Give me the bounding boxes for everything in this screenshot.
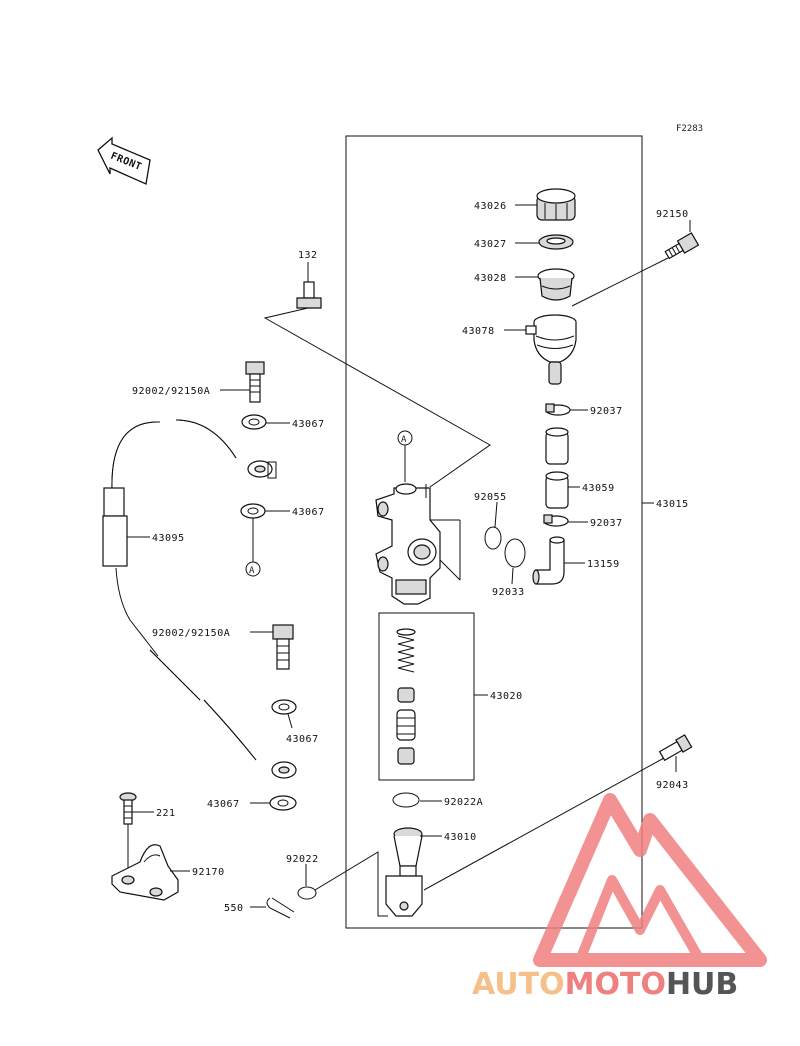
reservoir-cap-43026 — [536, 188, 576, 221]
label-43010: 43010 — [444, 832, 477, 843]
circlip-92033 — [504, 538, 526, 568]
washer-43067-4 — [269, 795, 297, 811]
master-cylinder-body — [375, 483, 441, 605]
ref-a-hose-text: A — [249, 566, 255, 576]
washer-92022 — [297, 886, 317, 900]
clevis-pin-92043 — [658, 734, 693, 762]
label-221: 221 — [156, 808, 176, 819]
brake-hose-43095 — [102, 419, 297, 779]
label-92055: 92055 — [474, 492, 507, 503]
label-43028: 43028 — [474, 273, 507, 284]
label-550: 550 — [224, 903, 244, 914]
label-43067-2: 43067 — [292, 507, 325, 518]
watermark-logo — [533, 793, 767, 967]
piston-assembly-43020 — [396, 628, 416, 765]
banjo-bolt-lower — [272, 624, 294, 670]
label-92037-upper: 92037 — [590, 406, 623, 417]
cotter-pin-550 — [266, 897, 295, 919]
watermark-auto: AUTO — [472, 967, 565, 1002]
label-92037-lower: 92037 — [590, 518, 623, 529]
label-43078: 43078 — [462, 326, 495, 337]
label-92022a: 92022A — [444, 797, 483, 808]
assembly-frame — [345, 135, 643, 929]
washer-43067-3 — [271, 699, 297, 715]
washer-43067-2 — [240, 503, 266, 519]
bolt-132 — [296, 281, 322, 309]
label-92002-upper: 92002/92150A — [132, 386, 210, 397]
push-rod-43010 — [385, 827, 423, 917]
hose-clamp-92170 — [111, 844, 179, 901]
screw-221 — [119, 792, 137, 825]
label-43027: 43027 — [474, 239, 507, 250]
label-92150: 92150 — [656, 209, 689, 220]
label-132: 132 — [298, 250, 318, 261]
reservoir-43078 — [525, 314, 577, 385]
ref-marker-a-hose — [245, 561, 261, 577]
front-arrow-icon: FRONT — [97, 136, 151, 185]
label-92002-lower: 92002/92150A — [152, 628, 230, 639]
diaphragm-plate-43027 — [538, 234, 574, 250]
figure-code: F2283 — [676, 124, 703, 134]
bolt-92150 — [664, 232, 700, 260]
ref-a-body-text: A — [401, 435, 407, 445]
circlip-92022a — [392, 792, 420, 808]
watermark-text: AUTOMOTOHUB — [472, 967, 738, 1002]
label-43067-4: 43067 — [207, 799, 240, 810]
label-43059: 43059 — [582, 483, 615, 494]
label-43067-3: 43067 — [286, 734, 319, 745]
o-ring-92055 — [484, 526, 502, 550]
label-92043: 92043 — [656, 780, 689, 791]
watermark-hub: HUB — [666, 967, 738, 1002]
washer-43067-1 — [241, 414, 267, 430]
banjo-bolt-upper — [245, 361, 265, 403]
reservoir-hose-43059 — [545, 427, 569, 509]
label-92170: 92170 — [192, 867, 225, 878]
watermark-moto: MOTO — [565, 967, 666, 1002]
elbow-fitting-13159 — [532, 536, 565, 585]
label-43026: 43026 — [474, 201, 507, 212]
label-43020: 43020 — [490, 691, 523, 702]
piston-kit-frame — [378, 612, 475, 781]
label-13159: 13159 — [587, 559, 620, 570]
label-92033: 92033 — [492, 587, 525, 598]
label-43015: 43015 — [656, 499, 689, 510]
hose-clamp-92037-upper — [545, 403, 571, 416]
hose-clamp-92037-lower — [543, 514, 569, 527]
label-43095: 43095 — [152, 533, 185, 544]
label-43067-1: 43067 — [292, 419, 325, 430]
diaphragm-43028 — [537, 268, 575, 301]
label-92022: 92022 — [286, 854, 319, 865]
